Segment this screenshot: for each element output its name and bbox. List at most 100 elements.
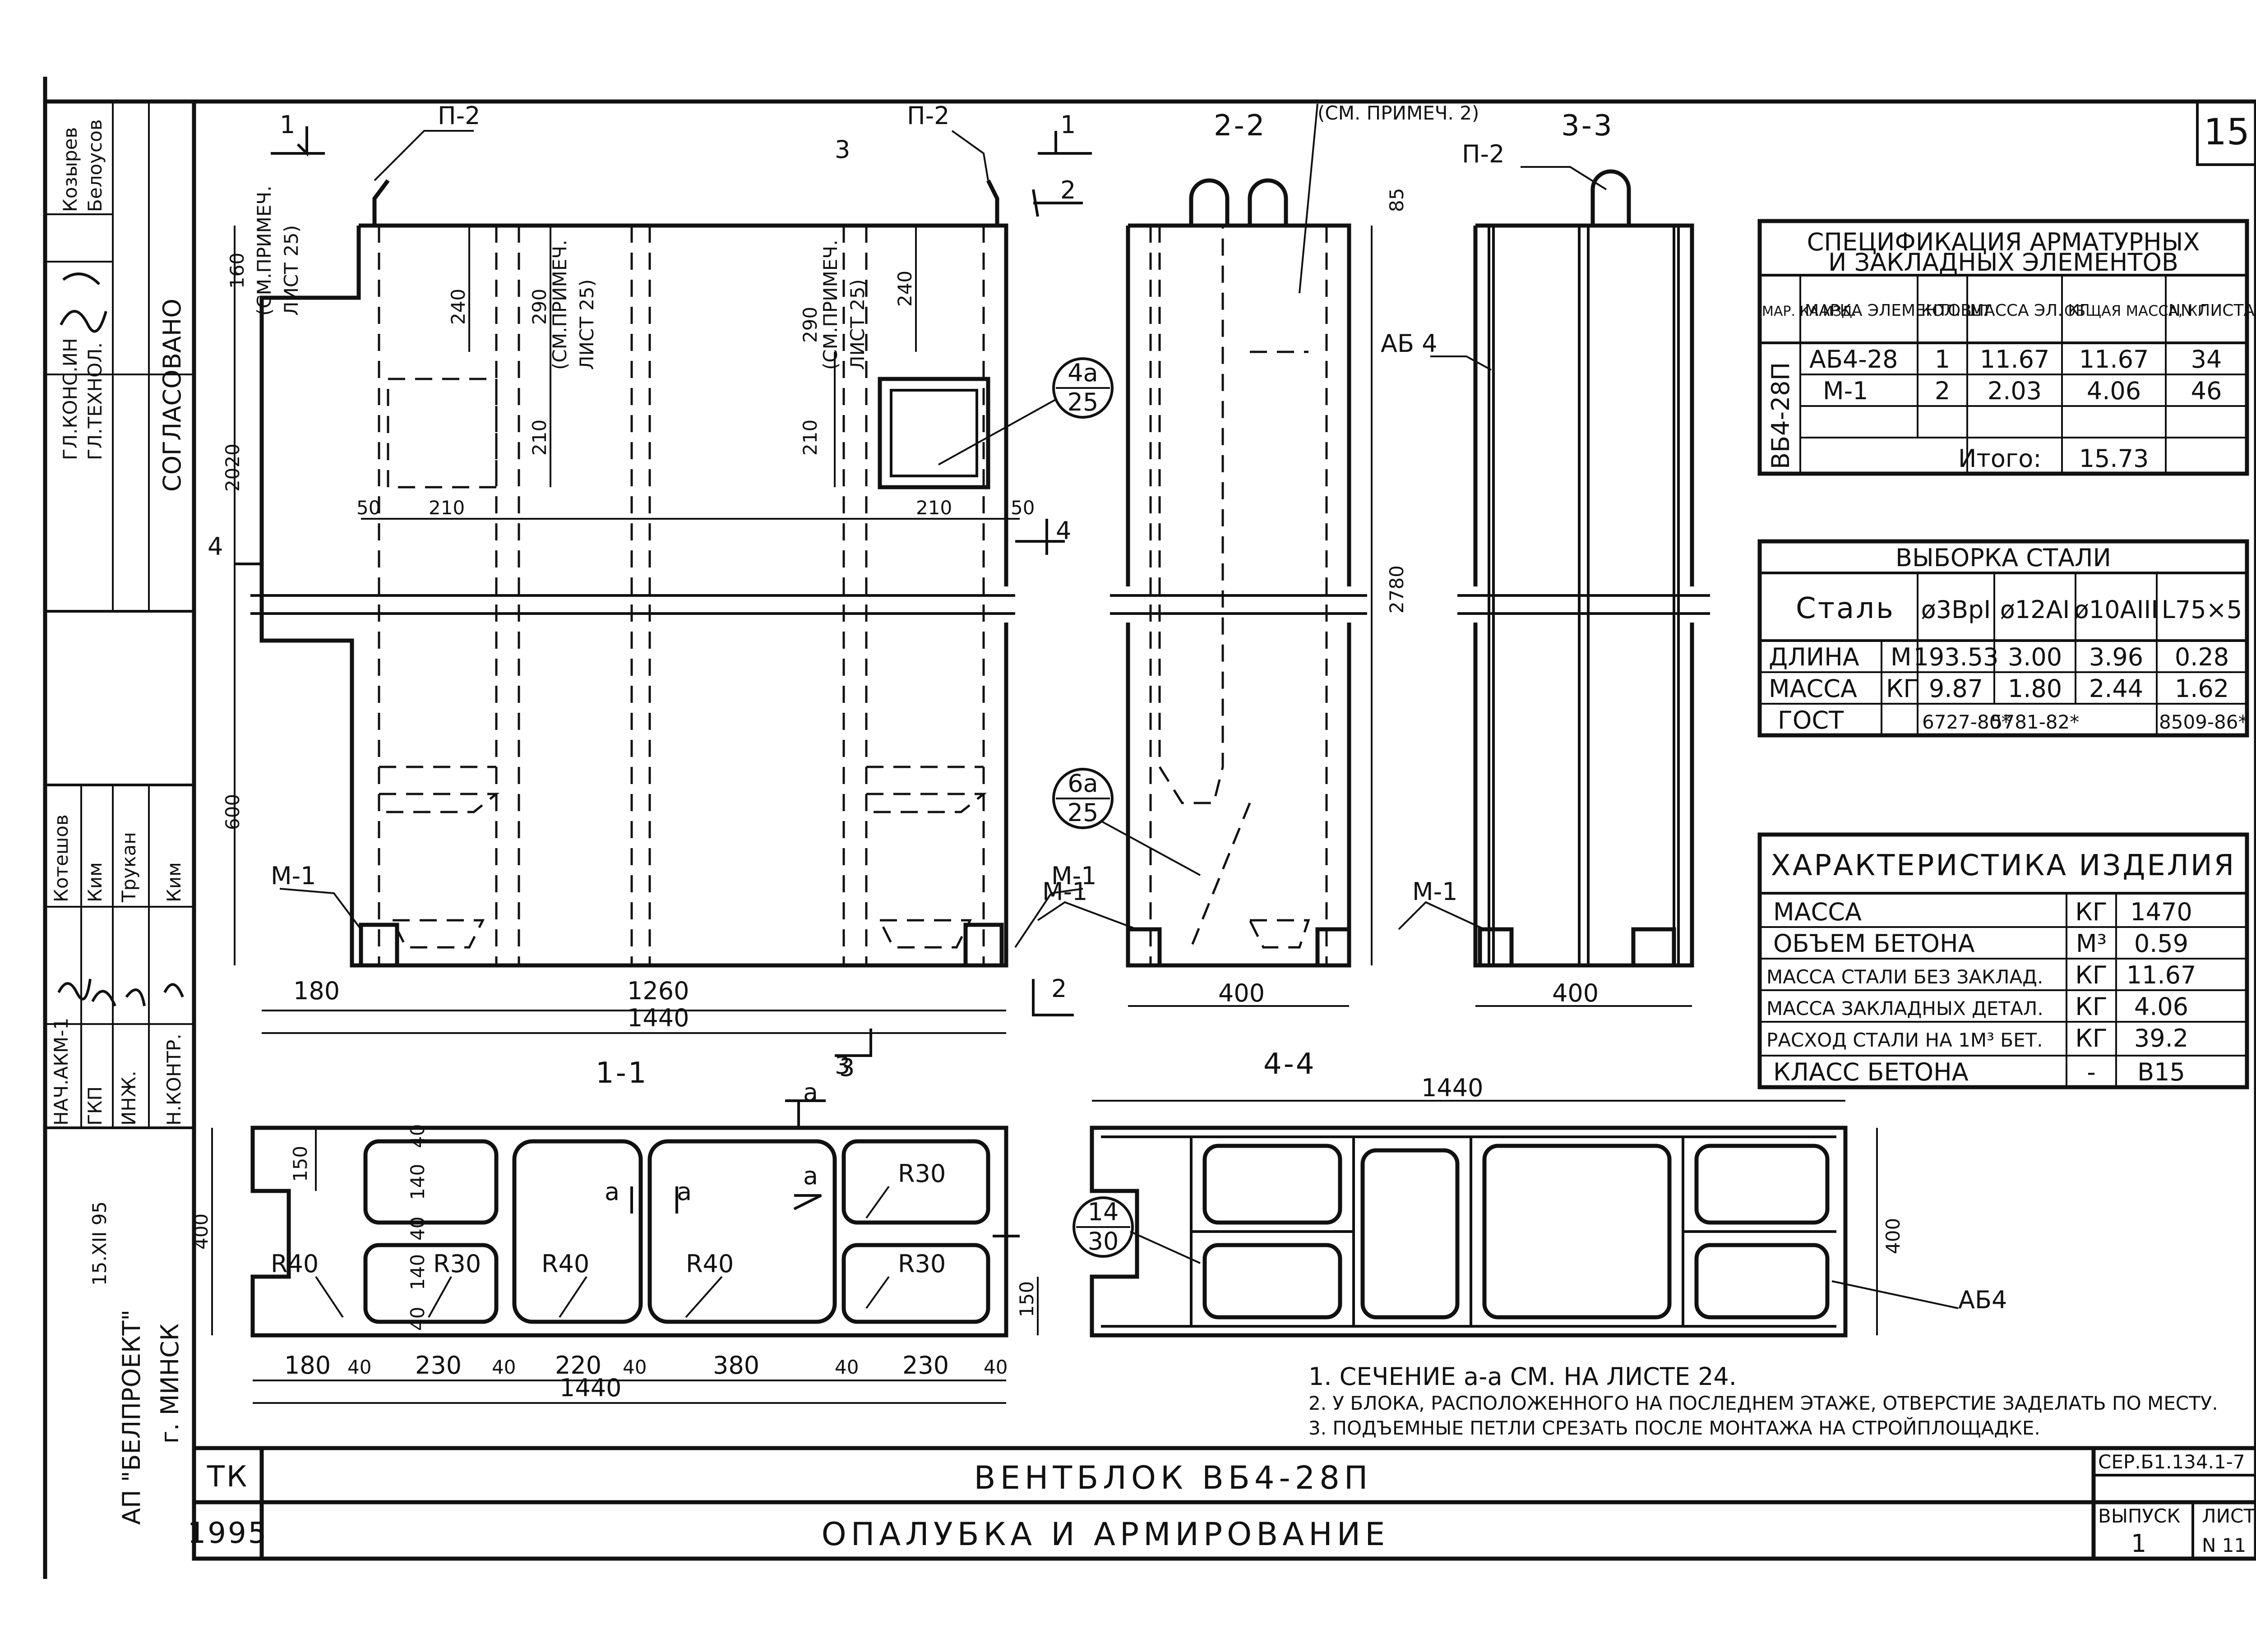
char-r0-name: МАССА [1773,898,1862,926]
steel-r1-unit: КГ [1886,674,1918,703]
steel-gost-2: 8509-86* [2159,711,2248,733]
v33-m1: М-1 [1412,877,1457,906]
char-r4-unit: КГ [2075,1024,2107,1052]
v11-note-3b: ЛИСТ 25) [846,279,869,370]
spec-r1-c0: М-1 [1823,377,1868,405]
v11-note-2: (СМ.ПРИМЕЧ. [549,240,571,370]
dim-40-c: 40 [407,1307,429,1331]
spec-product: ВБ4-28П [1766,362,1795,469]
tb-year: 1995 [188,1517,268,1550]
v33-ab4: АБ 4 [1381,329,1438,358]
sign-name-1: Котешов [50,814,72,902]
bdim-380: 380 [713,1351,759,1380]
bdim-40-b: 40 [492,1356,516,1378]
char-r4-val: 39.2 [2134,1024,2188,1052]
char-r1-name: ОБЪЕМ БЕТОНА [1773,929,1975,958]
steel-col4: L75×5 [2162,595,2242,624]
char-r5-unit: - [2087,1058,2096,1086]
bdim-1440: 1440 [559,1374,621,1402]
dim-400-v22: 400 [1218,979,1265,1007]
dim-160: 160 [226,253,248,289]
dim-40-a: 40 [407,1124,429,1148]
dim-140-a: 140 [407,1164,429,1200]
spec-r1-c1: 2 [1935,377,1950,405]
v22-m1: М-1 [1042,877,1087,906]
dim-2020: 2020 [222,443,244,492]
steel-gost-label: ГОСТ [1778,706,1844,734]
tb-code: ТК [207,1460,249,1494]
char-r2-val: 11.67 [2127,961,2196,989]
v11-note-2b: ЛИСТ 25) [576,279,598,370]
v44-r40-a: R40 [271,1250,319,1278]
bdim-220: 220 [555,1351,601,1380]
char-r1-val: 0.59 [2134,929,2188,958]
dim-1260: 1260 [627,977,689,1005]
sign-name-3: Трукан [118,832,140,903]
spec-r0-c0: АБ4-28 [1809,345,1898,374]
sheet-number: 15 [2204,111,2250,153]
spec-h5: NN ЛИСТА [2168,301,2255,320]
approval-title: СОГЛАСОВАНО [158,299,186,492]
v44-r30-c: R30 [898,1250,946,1278]
steel-r0-v2: 3.96 [2089,643,2143,671]
v44-r40-b: R40 [541,1250,589,1278]
approval-name-2: Белоусов [84,119,106,212]
v11-cut-4-left: 4 [208,532,223,561]
v11-title: 1-1 [596,1057,648,1090]
plan-dim-1440: 1440 [1421,1074,1483,1102]
v44-r30-a: R30 [433,1250,481,1278]
sign-role-1: НАЧ.АКМ-1 [50,1018,72,1126]
steel-col0: Сталь [1796,592,1895,625]
spec-h0: МАР. КА ИЗД. [1762,304,1857,319]
dim-600: 600 [222,794,244,830]
bdim-40-d: 40 [835,1356,859,1378]
dim-240-right: 240 [894,271,916,307]
dim-290-left: 290 [528,289,550,325]
dim-210-left-h: 210 [429,497,465,519]
dim-2780: 2780 [1386,565,1408,614]
steel-r1-name: МАССА [1769,674,1857,703]
v11-note-1: (СМ.ПРИМЕЧ. [253,185,275,316]
v44-r30-b: R30 [898,1159,946,1188]
spec-h1: МАРКА ЭЛЕМЕНТОВ [1805,301,1972,320]
steel-col3: ø10АIII [2074,595,2158,624]
v44-title: 4-4 [1263,1047,1316,1081]
dim-240-left: 240 [447,289,469,325]
steel-r1-v3: 1.62 [2175,674,2229,703]
char-r5-val: В15 [2137,1058,2185,1086]
sign-role-3: ИНЖ. [118,1071,140,1126]
spec-r0-c2: 11.67 [1980,345,2050,374]
tb-issue: 1 [2131,1529,2146,1558]
note-2: 2. У БЛОКА, РАСПОЛОЖЕННОГО НА ПОСЛЕДНЕМ … [1308,1392,2218,1414]
char-r3-unit: КГ [2075,992,2107,1021]
spec-r0-c1: 1 [1935,345,1950,374]
sign-name-2: Ким [84,862,106,902]
spec-total-label: Итого: [1958,444,2042,473]
signature-block [44,784,195,1129]
v11-note-1b: ЛИСТ 25) [280,225,302,316]
dim-40-b: 40 [407,1217,429,1241]
char-r0-val: 1470 [2130,898,2192,926]
char-r2-name: МАССА СТАЛИ БЕЗ ЗАКЛАД. [1766,966,2043,988]
bdim-40-c: 40 [623,1356,647,1378]
bdim-230-a: 230 [415,1351,462,1380]
tb-sheet-label: ЛИСТ [2202,1505,2255,1527]
spec-r0-c3: 11.67 [2079,345,2149,374]
stamp-date: 15.XII 95 [88,1201,111,1286]
steel-col2: ø12АI [2000,595,2070,624]
v11-cut-2-bottom: 2 [1051,974,1067,1003]
v11-cut-1-right: 1 [1060,111,1076,139]
view-2-2 [1037,103,1373,1007]
approval-name-1: Козырев [59,127,81,212]
dim-210-right-v: 210 [799,420,821,456]
v11-p2-left: П-2 [438,102,480,130]
char-title: ХАРАКТЕРИСТИКА ИЗДЕЛИЯ [1771,849,2236,882]
view-1-1 [234,126,1114,1057]
steel-r1-v2: 2.44 [2089,674,2143,703]
steel-r1-v0: 9.87 [1929,674,1983,703]
dim-140-b: 140 [407,1254,429,1290]
organization: АП "БЕЛПРОЕКТ" [117,1310,146,1525]
dim-150-left: 150 [289,1146,311,1182]
spec-h2: КОЛ. ШТ. [1921,302,1996,320]
spec-r0-c4: 34 [2191,345,2222,374]
